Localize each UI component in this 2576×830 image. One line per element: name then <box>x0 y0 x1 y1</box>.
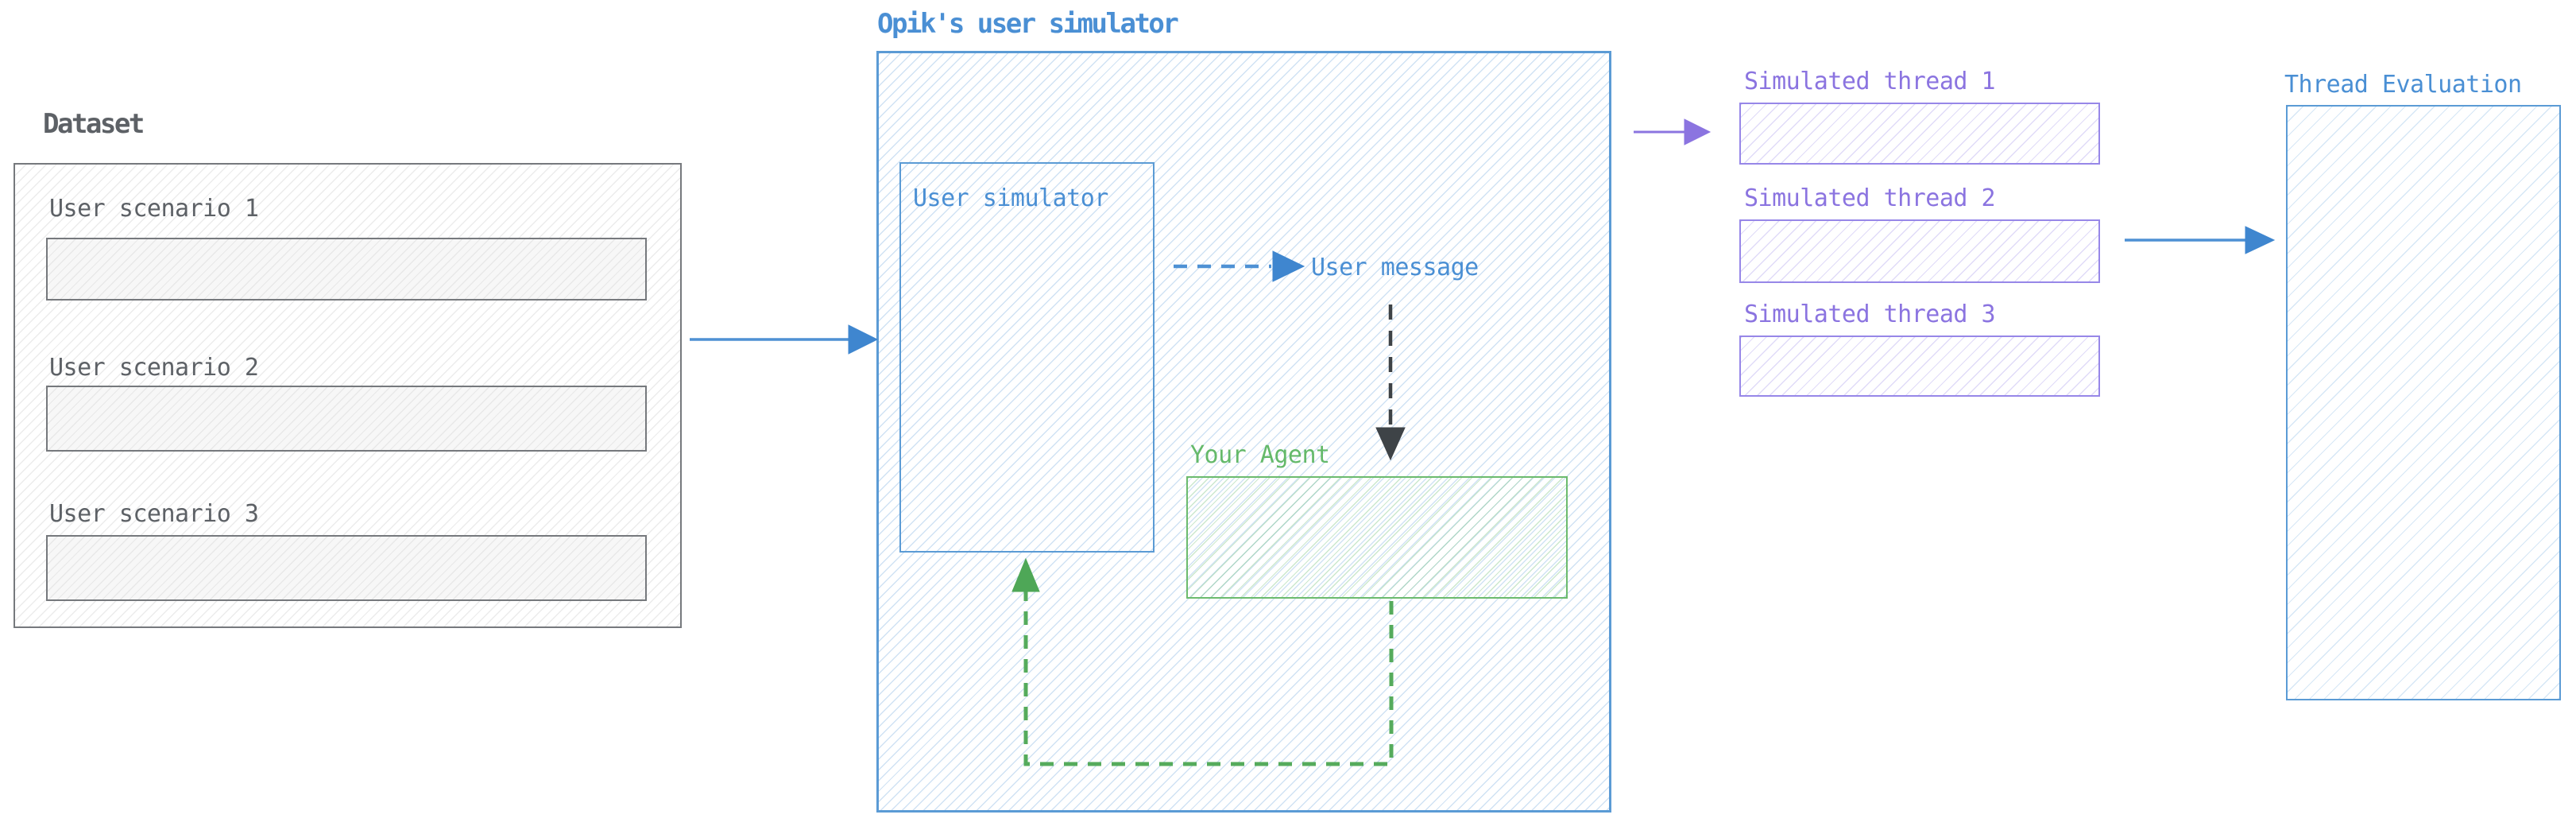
simulated-thread-1-label: Simulated thread 1 <box>1744 68 1996 95</box>
simulated-thread-3-box <box>1739 335 2100 397</box>
user-scenario-2-box <box>46 386 647 452</box>
user-simulator-box <box>899 162 1155 553</box>
user-scenario-3-label: User scenario 3 <box>49 500 259 528</box>
user-scenario-3-box <box>46 535 647 601</box>
user-scenario-1-box <box>46 238 647 301</box>
user-scenario-1-label: User scenario 1 <box>49 195 259 223</box>
user-message-label: User message <box>1311 254 1479 281</box>
thread-evaluation-box <box>2286 105 2561 700</box>
threads-to-evaluation-arrow <box>2125 226 2276 254</box>
your-agent-label: Your Agent <box>1190 441 1330 469</box>
dataset-box: User scenario 1 User scenario 2 User sce… <box>14 163 682 628</box>
user-simulator-label: User simulator <box>913 184 1108 212</box>
thread-evaluation-title: Thread Evaluation <box>2284 71 2522 99</box>
simulator-to-threads-arrow <box>1634 118 1712 145</box>
your-agent-box <box>1186 476 1568 599</box>
opik-simulator-title: Opik's user simulator <box>877 8 1179 40</box>
simulated-thread-2-label: Simulated thread 2 <box>1744 184 1996 212</box>
user-scenario-2-label: User scenario 2 <box>49 354 259 382</box>
simulated-thread-2-box <box>1739 219 2100 283</box>
opik-simulator-box <box>876 51 1611 813</box>
simulated-thread-1-box <box>1739 103 2100 165</box>
dataset-to-simulator-arrow <box>690 324 879 355</box>
simulated-thread-3-label: Simulated thread 3 <box>1744 301 1996 328</box>
dataset-title: Dataset <box>43 108 145 140</box>
